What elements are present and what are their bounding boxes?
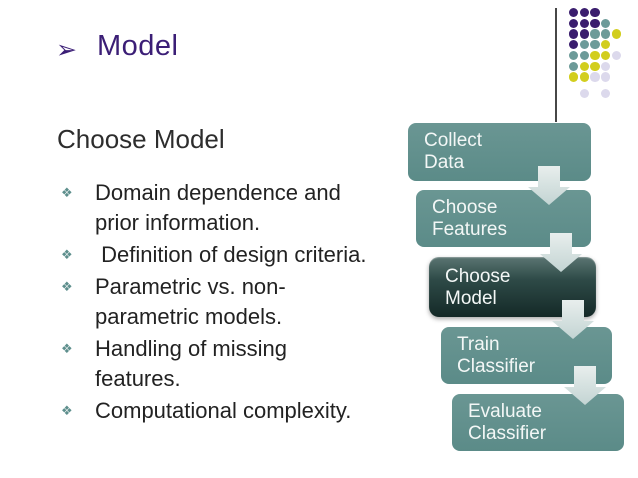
list-item: ❖ Parametric vs. non- parametric models.: [58, 272, 410, 332]
decoration-dot: [579, 8, 590, 18]
arrow-bullet-icon: ➢: [56, 36, 77, 64]
decoration-dot: [569, 8, 579, 18]
bullet-text: Definition of design criteria.: [95, 242, 367, 267]
decoration-dot: [590, 18, 600, 29]
section-heading: Choose Model: [57, 124, 225, 154]
decoration-dot: [590, 29, 600, 39]
page-title: Model: [97, 30, 179, 62]
flow-step-label: Train: [457, 334, 500, 355]
flow-step-label: Choose: [432, 197, 498, 218]
diamond-bullet-icon: ❖: [61, 341, 73, 356]
decoration-dot: [590, 50, 600, 61]
decoration-dot: [611, 50, 622, 61]
bullet-text: Domain dependence and prior information.: [95, 180, 341, 235]
decoration-dot: [590, 61, 600, 71]
diamond-bullet-icon: ❖: [61, 185, 73, 200]
decoration-dot: [579, 40, 590, 50]
dot-grid-decoration: [569, 8, 629, 108]
bullet-text: Handling of missing features.: [95, 336, 287, 391]
flow-step-label: Classifier: [457, 356, 536, 377]
flow-step-collect-data: Collect Data: [408, 123, 591, 181]
list-item: ❖ Handling of missing features.: [58, 334, 410, 394]
flow-step-evaluate-classifier: Evaluate Classifier: [452, 394, 624, 451]
flow-step-label: Model: [445, 288, 497, 309]
decoration-dot: [611, 29, 622, 39]
decoration-dot: [601, 89, 611, 99]
decoration-dot: [601, 29, 611, 39]
list-item: ❖ Domain dependence and prior informatio…: [58, 178, 410, 238]
vertical-divider-line: [555, 8, 557, 122]
decoration-dot: [601, 40, 611, 50]
bullet-text: Parametric vs. non- parametric models.: [95, 274, 286, 329]
decoration-dot: [590, 72, 600, 82]
decoration-dot: [569, 50, 579, 61]
decoration-dot: [579, 29, 590, 39]
bullet-text: Computational complexity.: [95, 398, 352, 423]
decoration-dot: [590, 40, 600, 50]
diamond-bullet-icon: ❖: [61, 247, 73, 262]
decoration-dot: [601, 72, 611, 82]
decoration-dot: [601, 50, 611, 61]
diamond-bullet-icon: ❖: [61, 403, 73, 418]
decoration-dot: [569, 72, 579, 82]
decoration-dot: [579, 61, 590, 71]
decoration-dot: [579, 18, 590, 29]
flow-step-choose-model: Choose Model: [429, 257, 596, 317]
diamond-bullet-icon: ❖: [61, 279, 73, 294]
flow-step-label: Features: [432, 219, 507, 240]
decoration-dot: [590, 8, 600, 18]
decoration-dot: [579, 72, 590, 82]
decoration-dot: [579, 50, 590, 61]
list-item: ❖ Definition of design criteria.: [58, 240, 410, 270]
flow-step-label: Classifier: [468, 423, 547, 444]
decoration-dot: [601, 61, 611, 71]
bullet-list: ❖ Domain dependence and prior informatio…: [58, 178, 410, 428]
flow-step-train-classifier: Train Classifier: [441, 327, 612, 384]
flow-step-label: Collect: [424, 130, 483, 151]
flow-step-label: Evaluate: [468, 401, 542, 422]
flow-step-label: Choose: [445, 266, 511, 287]
decoration-dot: [569, 40, 579, 50]
flow-step-label: Data: [424, 152, 465, 173]
decoration-dot: [601, 18, 611, 29]
list-item: ❖ Computational complexity.: [58, 396, 410, 426]
decoration-dot: [579, 89, 590, 99]
decoration-dot: [569, 18, 579, 29]
decoration-dot: [569, 61, 579, 71]
decoration-dot: [569, 29, 579, 39]
